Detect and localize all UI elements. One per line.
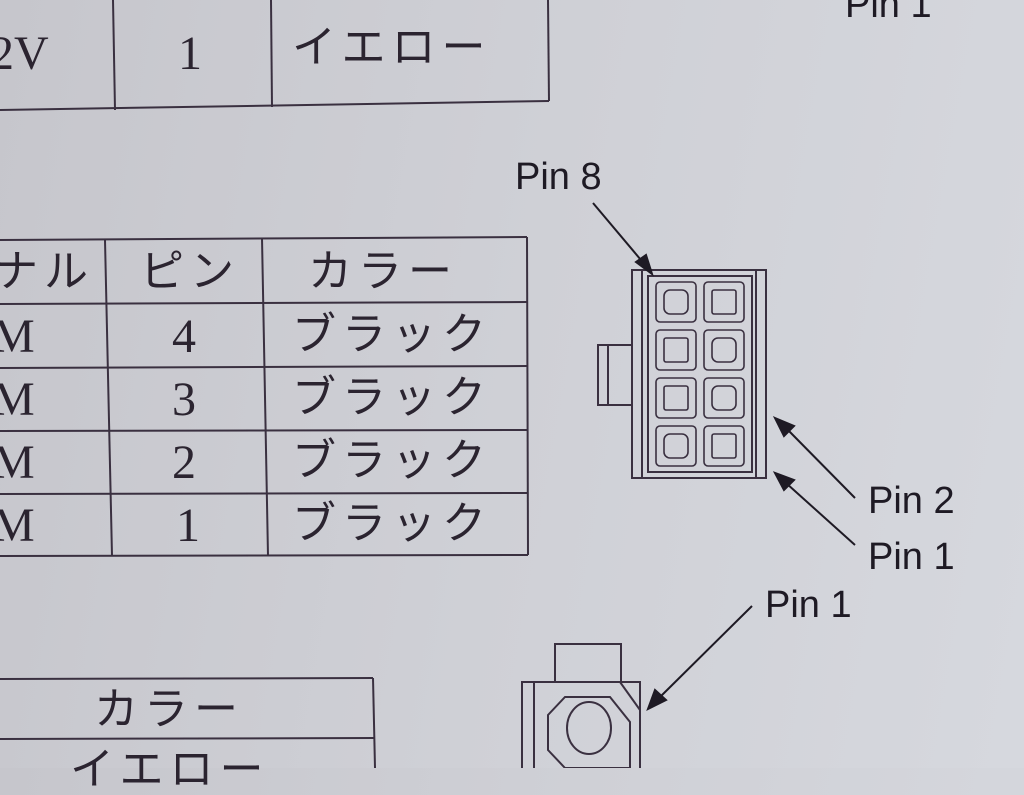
table-row-pin: 3 (172, 373, 196, 426)
top-table-grid (0, 0, 550, 111)
mid-table-grid (0, 236, 529, 557)
table-row-signal: M (0, 436, 35, 489)
table-row-color: ブラック (292, 372, 492, 423)
eight-pin-connector-drawing (597, 269, 767, 479)
table-row-pin: 4 (172, 310, 196, 363)
label-pin1-bottom: Pin 1 (765, 584, 852, 626)
top-table-cell-pin: 1 (178, 27, 202, 80)
diagram-lines (0, 0, 856, 768)
table-row-pin: 1 (176, 499, 200, 552)
top-table-cell-signal: 2V (0, 27, 49, 80)
top-table-cell-color: イエロー (292, 22, 492, 73)
table-row-signal: M (0, 499, 35, 552)
bottom-table-header-color: カラー (94, 684, 244, 735)
arrows (592, 202, 856, 712)
label-pin8: Pin 8 (515, 156, 602, 198)
table-row-color: ブラック (292, 435, 492, 486)
four-pin-connector-drawing (521, 643, 641, 768)
bottom-table-grid (0, 677, 376, 768)
label-pin1-side: Pin 1 (868, 536, 955, 578)
table-row-pin: 2 (172, 436, 196, 489)
mid-table-header-signal: ナル (0, 246, 94, 297)
label-pin1-top: Pin 1 (845, 0, 932, 26)
mid-table-header-color: カラー (308, 246, 458, 297)
table-row-color: ブラック (292, 498, 492, 549)
mid-table-header-pin: ピン (140, 246, 240, 297)
label-pin2: Pin 2 (868, 480, 955, 522)
table-row-signal: M (0, 373, 35, 426)
table-row-color: ブラック (292, 309, 492, 360)
bottom-table-cell-color: イエロー (70, 744, 270, 795)
table-row-signal: M (0, 310, 35, 363)
